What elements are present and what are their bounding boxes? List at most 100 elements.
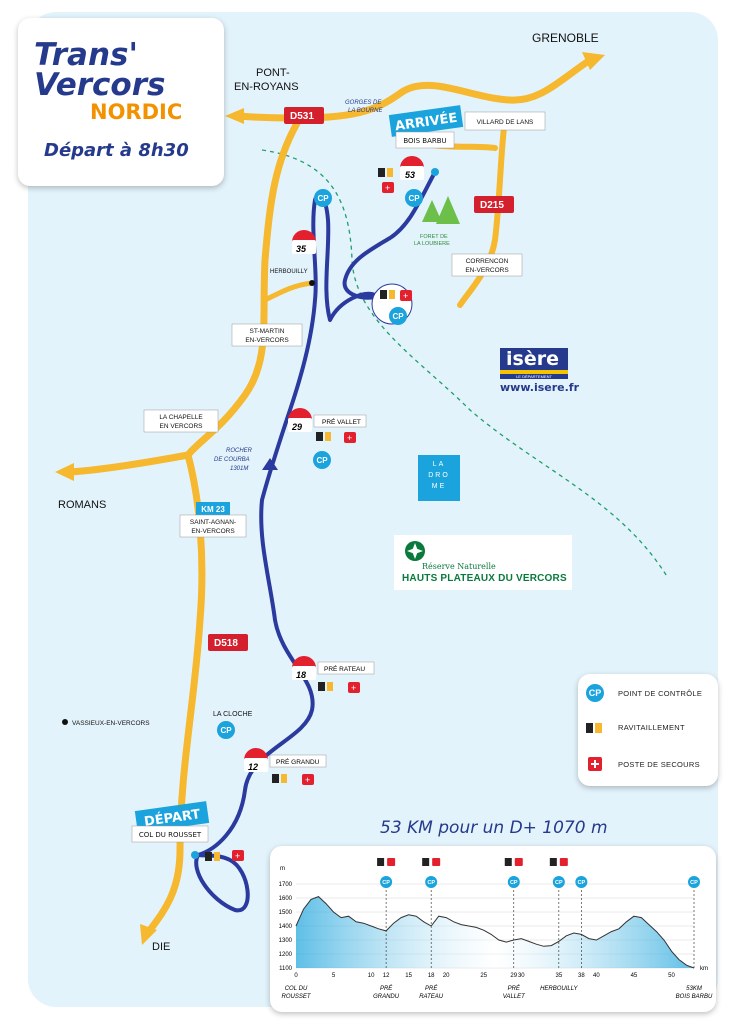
la-cloche-label: LA CLOCHE [213, 711, 253, 718]
food-legend-icon [586, 723, 602, 733]
profile-y-tick: 1300 [279, 938, 293, 944]
reserve-line-2: HAUTS PLATEAUX DU VERCORS [402, 573, 567, 584]
romans-label: ROMANS [58, 499, 106, 511]
cp-legend-icon: CP [586, 684, 604, 702]
isere-tag: LE DÉPARTEMENT [500, 374, 568, 379]
profile-title: 53 KM pour un D+ 1070 m [380, 818, 608, 838]
profile-x-tick: 30 [518, 973, 525, 979]
drome-line-3: ME [431, 483, 447, 490]
station-29-km: 29 [291, 422, 302, 432]
pont-label-2: EN-ROYANS [234, 81, 299, 93]
d531-badge: D531 [290, 111, 314, 122]
profile-x-tick: 5 [332, 973, 336, 979]
profile-location-2: RATEAU [419, 994, 444, 1000]
station-53-km: 53 [405, 170, 415, 180]
city-labels: GRENOBLE PONT- EN-ROYANS ROMANS DIE GORG… [58, 31, 599, 953]
isere-logo: isère LE DÉPARTEMENT www.isere.fr [500, 348, 579, 394]
profile-y-tick: 1600 [279, 896, 293, 902]
km23-sign: KM 23 [201, 505, 225, 514]
elevation-line [295, 896, 695, 969]
station-18-km: 18 [296, 670, 306, 680]
profile-location-2: BOIS BARBU [676, 994, 713, 1000]
cp-2: CP [408, 194, 420, 203]
legend-aid-row: POSTE DE SECOURS [586, 756, 700, 772]
map-background [28, 12, 718, 1007]
station-18-name: PRÉ RATEAU [324, 664, 365, 673]
station-12-km: 12 [248, 762, 258, 772]
profile-y-tick: 1700 [279, 882, 293, 888]
profile-location-1: COL DU [285, 986, 308, 992]
correncon-sign-2: EN-VERCORS [465, 267, 509, 274]
svg-text:+: + [305, 775, 310, 785]
profile-x-tick: 29 [510, 973, 517, 979]
profile-x-tick: 12 [383, 973, 390, 979]
profile-x-tick: 50 [668, 973, 675, 979]
herbouilly-point [309, 280, 315, 286]
drome-line-2: DRO [428, 472, 450, 479]
svg-text:+: + [385, 183, 390, 193]
profile-y-tick: 1200 [279, 952, 293, 958]
d215-badge: D215 [480, 200, 504, 211]
arrivee-sub: BOIS BARBU [403, 137, 446, 145]
start-time: Départ à 8h30 [44, 140, 189, 161]
rocher-label-1: ROCHER [226, 448, 253, 454]
st-martin-sign-2: EN-VERCORS [245, 337, 289, 344]
legend-aid-text: POSTE DE SECOURS [618, 759, 700, 769]
logo-card: Trans' Vercors NORDIC Départ à 8h30 [18, 18, 224, 186]
cp-5: CP [220, 726, 232, 735]
legend-food-row: RAVITAILLEMENT [586, 720, 685, 734]
profile-aid-icon [559, 858, 568, 866]
road-badges: D531 D215 D518 [208, 107, 514, 651]
profile-y-tick: 1100 [279, 966, 293, 972]
drome-line-1: LA [432, 461, 446, 468]
st-agnan-sign-1: SAINT-AGNAN- [190, 519, 236, 526]
depart-banner: DÉPART [143, 806, 201, 830]
profile-aid-icon [514, 858, 523, 866]
profile-x-tick: 0 [294, 973, 298, 979]
profile-cp-label: CP [510, 880, 518, 886]
profile-cp-label: CP [690, 880, 698, 886]
legend-food-text: RAVITAILLEMENT [618, 722, 685, 732]
foret-label-2: LA LOUBIERE [414, 241, 450, 247]
profile-food-icon [377, 858, 385, 866]
profile-food-icon [504, 858, 512, 866]
svg-text:+: + [347, 433, 352, 443]
profile-food-icon [549, 858, 557, 866]
logo-line-2: Vercors [34, 67, 166, 103]
profile-food-icon [422, 858, 430, 866]
station-35-km: 35 [296, 244, 307, 254]
chapelle-sign-2: EN VERCORS [160, 423, 204, 430]
profile-location-2: GRANDU [373, 994, 400, 1000]
legend-cp-row: CP POINT DE CONTRÔLE [586, 684, 702, 702]
cp-1: CP [317, 194, 329, 203]
d518-badge: D518 [214, 638, 238, 649]
vassieux-label: VASSIEUX-EN-VERCORS [72, 720, 150, 727]
profile-x-tick: 20 [443, 973, 450, 979]
profile-x-tick: 35 [555, 973, 562, 979]
profile-cp-badge [552, 876, 565, 888]
profile-location-2: ROUSSET [281, 994, 311, 1000]
profile-location-1: PRÉ [380, 985, 393, 992]
profile-cp-badge [688, 876, 700, 888]
grenoble-label: GRENOBLE [532, 31, 599, 45]
profile-cp-badge [575, 876, 588, 888]
boundary-line [261, 149, 669, 579]
svg-text:+: + [235, 851, 240, 861]
st-martin-sign-1: ST-MARTIN [250, 328, 285, 335]
profile-cp-label: CP [427, 880, 435, 886]
profile-cp-badge [507, 876, 520, 888]
depart-sub: COL DU ROUSSET [139, 831, 202, 839]
station-12-name: PRÉ GRANDU [276, 757, 320, 766]
profile-x-tick: 15 [405, 973, 412, 979]
banners: ARRIVÉE BOIS BARBU DÉPART COL DU ROUSSET [131, 105, 464, 843]
gorges-label-2: LA BOURNE [348, 108, 383, 114]
reserve-logo: Réserve Naturelle HAUTS PLATEAUX DU VERC… [394, 535, 572, 590]
village-signs: VILLARD DE LANS CORRENCON EN-VERCORS ST-… [143, 111, 546, 538]
profile-location-1: 53KM [686, 986, 702, 992]
die-label: DIE [152, 941, 170, 953]
correncon-sign-1: CORRENCON [466, 258, 509, 265]
finish-point [431, 168, 439, 176]
